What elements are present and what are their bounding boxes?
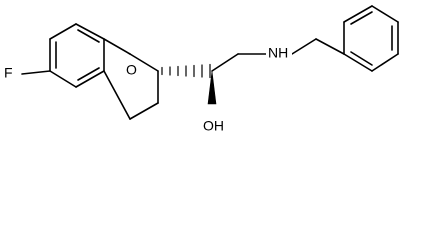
hashed-bond-c2-choh: [161, 63, 211, 79]
bond-ring-a-2: [75, 23, 105, 40]
label-bg-f: [3, 66, 17, 82]
bond-choh-ch2: [211, 53, 239, 72]
hydroxyl-label: OH: [203, 118, 224, 134]
bond-nh-ch2: [291, 38, 317, 55]
bond-lines: [21, 5, 399, 120]
bond-ring-a-5: [49, 70, 77, 88]
bond-ring-b-5: [343, 5, 373, 23]
bond-ring-b-2: [371, 53, 399, 72]
bond-ring-b-double-1: [350, 11, 373, 25]
atom-labels: F O NH OH: [3, 45, 292, 134]
molecule-structure: F O NH OH: [3, 5, 399, 134]
bond-c-f: [21, 70, 51, 75]
bond-ring-a-4: [75, 70, 105, 88]
fluorine-label: F: [4, 65, 13, 81]
ring-oxygen-label: O: [126, 62, 137, 78]
bond-ring-b-1: [343, 53, 373, 72]
bond-ch2-phenyl: [315, 38, 345, 55]
amine-label: NH: [268, 45, 288, 61]
bond-ring-a-1: [49, 23, 77, 40]
label-bg-oh: [202, 118, 228, 134]
bond-ar-o: [103, 38, 131, 55]
wedge-bond-choh-oh: [207, 70, 217, 105]
label-bg-nh: [266, 46, 292, 62]
bond-ring-b-double-3: [350, 51, 373, 66]
bond-c3-c4: [129, 102, 159, 120]
bond-ring-a-double-2: [77, 67, 100, 81]
stereo-bonds: [161, 63, 217, 105]
bond-c4-ar: [103, 70, 131, 120]
bond-o-c2: [129, 53, 159, 72]
label-bg-o: [124, 63, 138, 79]
bond-ring-a-double-1: [77, 29, 100, 43]
bond-ring-b-4: [371, 5, 399, 23]
structure-canvas: F O NH OH: [3, 5, 399, 134]
